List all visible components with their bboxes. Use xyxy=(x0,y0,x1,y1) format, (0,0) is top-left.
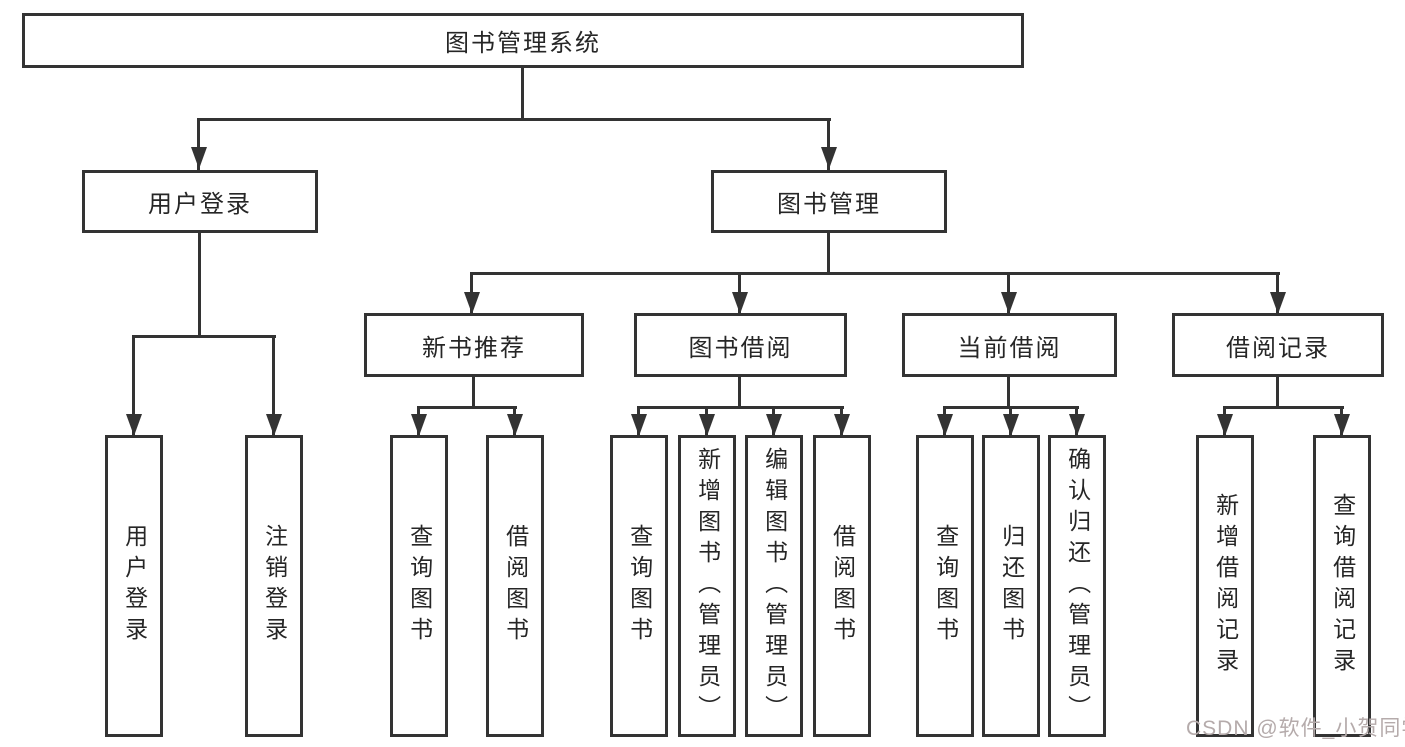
node-borrowing-records: 借阅记录 xyxy=(1172,313,1384,377)
leaf-confirm-return-admin-label: 确认归还（管理员） xyxy=(1064,446,1091,726)
leaf-borrow-books-borrowing: 借阅图书 xyxy=(813,435,871,737)
leaf-query-books-borrowing: 查询图书 xyxy=(610,435,668,737)
leaf-borrow-books-recommend: 借阅图书 xyxy=(486,435,544,737)
node-book-management: 图书管理 xyxy=(711,170,947,233)
leaf-query-borrow-record-label: 查询借阅记录 xyxy=(1329,493,1356,679)
arrowhead-down-icon xyxy=(1069,414,1085,436)
arrowhead-down-icon xyxy=(699,414,715,436)
node-user-login: 用户登录 xyxy=(82,170,318,233)
arrowhead-down-icon xyxy=(631,414,647,436)
node-current-borrowing-label: 当前借阅 xyxy=(957,334,1062,362)
leaf-query-books-borrowing-label: 查询图书 xyxy=(626,524,653,648)
leaf-borrow-books-recommend-label: 借阅图书 xyxy=(502,524,529,648)
leaf-query-borrow-record: 查询借阅记录 xyxy=(1313,435,1371,737)
arrowhead-down-icon xyxy=(191,147,207,169)
node-borrowing-records-label: 借阅记录 xyxy=(1226,334,1330,362)
arrowhead-down-icon xyxy=(1217,414,1233,436)
connector-vline xyxy=(272,335,275,435)
node-new-book-recommendation-label: 新书推荐 xyxy=(422,334,526,362)
arrowhead-down-icon xyxy=(821,147,837,169)
leaf-return-book-label: 归还图书 xyxy=(998,524,1025,648)
connector-vline xyxy=(827,118,830,170)
leaf-query-books-current-label: 查询图书 xyxy=(932,524,959,648)
leaf-add-borrow-record-label: 新增借阅记录 xyxy=(1212,493,1239,679)
leaf-user-login-label: 用户登录 xyxy=(121,524,148,648)
connector-vline xyxy=(827,233,830,272)
connector-vline xyxy=(197,118,200,170)
leaf-confirm-return-admin: 确认归还（管理员） xyxy=(1048,435,1106,737)
leaf-query-books-current: 查询图书 xyxy=(916,435,974,737)
connector-vline xyxy=(472,377,475,406)
node-book-management-label: 图书管理 xyxy=(777,191,881,218)
leaf-user-login: 用户登录 xyxy=(105,435,163,737)
node-root-label: 图书管理系统 xyxy=(445,30,601,57)
arrowhead-down-icon xyxy=(1003,414,1019,436)
arrowhead-down-icon xyxy=(507,414,523,436)
connector-hline xyxy=(197,118,831,121)
leaf-add-book-admin: 新增图书（管理员） xyxy=(678,435,736,737)
arrowhead-down-icon xyxy=(834,414,850,436)
arrowhead-down-icon xyxy=(1001,292,1017,314)
arrowhead-down-icon xyxy=(266,414,282,436)
leaf-return-book: 归还图书 xyxy=(982,435,1040,737)
leaf-query-books-recommend: 查询图书 xyxy=(390,435,448,737)
csdn-watermark: CSDN @软件_小贺同学 xyxy=(1186,717,1405,740)
leaf-add-borrow-record: 新增借阅记录 xyxy=(1196,435,1254,737)
arrowhead-down-icon xyxy=(937,414,953,436)
node-book-borrowing-label: 图书借阅 xyxy=(688,334,793,362)
arrowhead-down-icon xyxy=(732,292,748,314)
arrowhead-down-icon xyxy=(766,414,782,436)
connector-vline xyxy=(132,335,135,435)
leaf-query-books-recommend-label: 查询图书 xyxy=(406,524,433,648)
connector-vline xyxy=(1276,377,1279,406)
node-root: 图书管理系统 xyxy=(22,13,1024,68)
connector-hline xyxy=(132,335,276,338)
node-current-borrowing: 当前借阅 xyxy=(902,313,1117,377)
leaf-borrow-books-borrowing-label: 借阅图书 xyxy=(829,524,856,648)
connector-vline xyxy=(521,68,524,118)
node-book-borrowing: 图书借阅 xyxy=(634,313,847,377)
leaf-add-book-admin-label: 新增图书（管理员） xyxy=(694,446,721,726)
connector-vline xyxy=(1007,377,1010,406)
arrowhead-down-icon xyxy=(411,414,427,436)
leaf-logout: 注销登录 xyxy=(245,435,303,737)
connector-vline xyxy=(198,233,201,335)
leaf-edit-book-admin: 编辑图书（管理员） xyxy=(745,435,803,737)
node-user-login-label: 用户登录 xyxy=(148,191,252,218)
connector-hline xyxy=(470,272,1280,275)
node-new-book-recommendation: 新书推荐 xyxy=(364,313,584,377)
leaf-edit-book-admin-label: 编辑图书（管理员） xyxy=(761,446,788,726)
arrowhead-down-icon xyxy=(1270,292,1286,314)
connector-vline xyxy=(738,377,741,406)
connector-hline xyxy=(417,406,517,409)
connector-hline xyxy=(1223,406,1344,409)
arrowhead-down-icon xyxy=(1334,414,1350,436)
leaf-logout-label: 注销登录 xyxy=(261,524,288,648)
connector-hline xyxy=(637,406,844,409)
arrowhead-down-icon xyxy=(126,414,142,436)
arrowhead-down-icon xyxy=(464,292,480,314)
